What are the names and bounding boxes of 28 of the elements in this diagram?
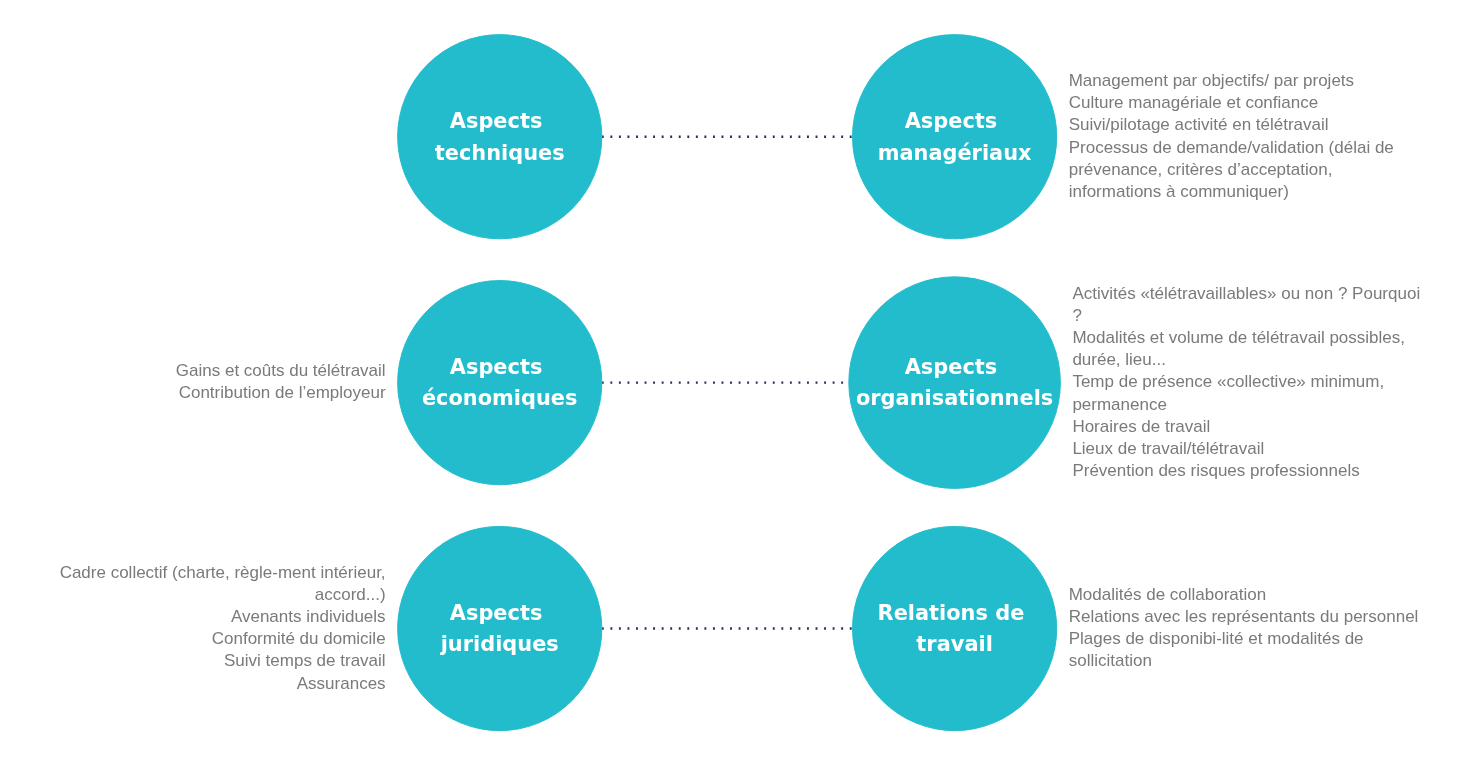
node-circle: Aspects techniques — [397, 34, 603, 240]
node-circle: Aspects économiques — [397, 279, 603, 486]
node-circle: Aspects juridiques — [397, 525, 603, 731]
node-circle: Aspects organisationnels — [848, 276, 1061, 489]
description-text: Avenants individuels — [229, 606, 386, 629]
description-text: Contribution de l’employeur — [177, 382, 386, 405]
description-text: Cadre collectif (charte, règle-ment intérieur, accord...) — [58, 562, 386, 607]
description-text: Modalités et volume de télétravail possibles, durée, lieu... — [1072, 327, 1406, 372]
description-text: Activités «télétravaillables» ou non ? Pourquoi ? — [1072, 283, 1422, 328]
description-text: Prévention des risques professionnels — [1072, 459, 1361, 482]
node-circle: Aspects managériaux — [852, 34, 1058, 240]
description-text: Suivi temps de travail — [223, 650, 386, 673]
description-text: Plages de disponibi-lité et modalités de sollicitation — [1068, 628, 1365, 673]
description-text: Temp de présence «collective» minimum, permanence — [1072, 371, 1386, 416]
node-circle: Relations de travail — [852, 525, 1058, 731]
connector — [601, 627, 853, 630]
description-text: Gains et coûts du télétravail — [174, 360, 386, 383]
description-text: Suivi/pilotage activité en télétravail — [1068, 114, 1330, 137]
description-text: Relations avec les représentants du personnel — [1068, 606, 1420, 629]
description-text: Management par objectifs/ par projets — [1068, 70, 1356, 93]
description-text: Culture managériale et confiance — [1068, 92, 1320, 115]
description-text: Modalités de collaboration — [1068, 584, 1268, 607]
description-text: Lieux de travail/télétravail — [1072, 437, 1266, 460]
description-text: Processus de demande/validation (délai de prévenance, critères d’acceptation, informations à communiquer) — [1068, 136, 1395, 203]
description-text: Horaires de travail — [1072, 415, 1212, 438]
connector — [601, 135, 853, 138]
description-text: Assurances — [295, 672, 386, 695]
description-text: Conformité du domicile — [210, 628, 386, 651]
